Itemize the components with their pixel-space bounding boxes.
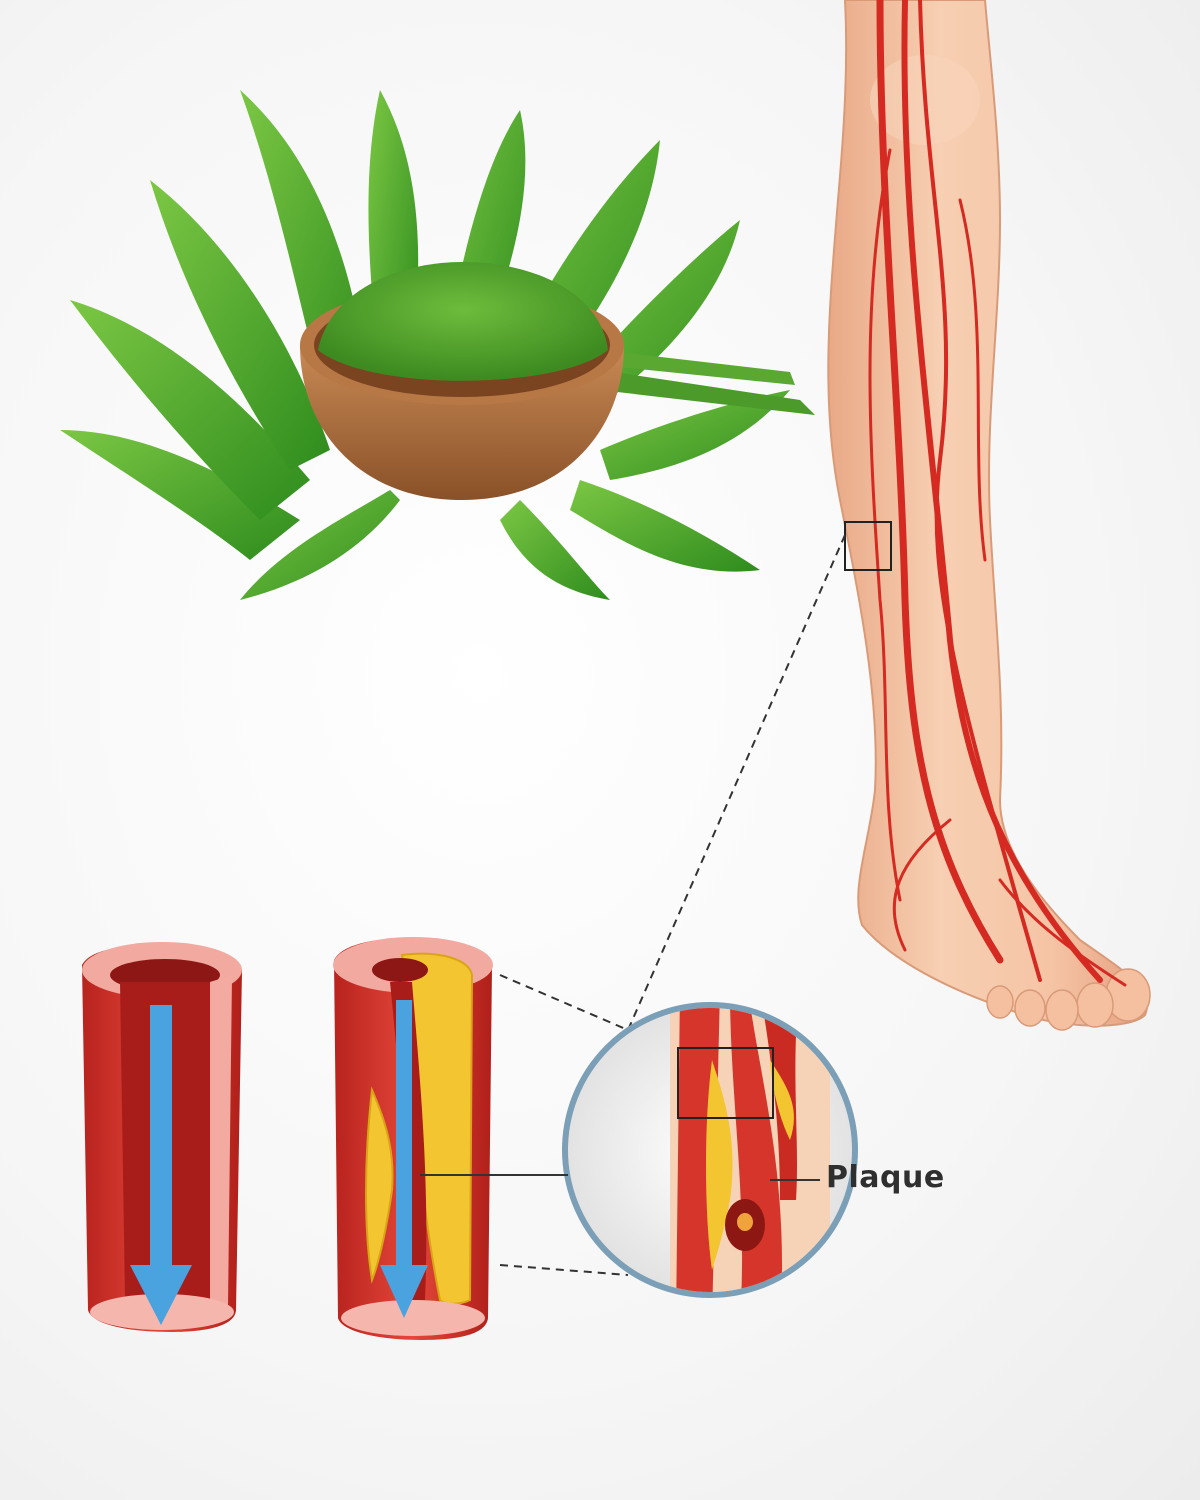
leaf-stem: [600, 370, 815, 415]
label-leaders: [420, 1174, 820, 1181]
plaque-deposit: [365, 1086, 394, 1284]
bowl-with-neem-powder: [300, 262, 624, 500]
neem-powder: [318, 262, 608, 381]
flow-arrow-icon: [130, 1005, 192, 1325]
flow-arrow-icon: [380, 1000, 428, 1318]
leaf: [150, 180, 330, 470]
leaf: [500, 500, 610, 600]
leaf: [60, 430, 300, 560]
plaque-artery: [333, 937, 493, 1340]
artery-lumen-top: [372, 958, 428, 982]
magnified-view: [562, 1002, 858, 1298]
leaf-stem: [600, 350, 795, 385]
healthy-artery: [82, 942, 242, 1332]
zoom-connectors: [499, 534, 846, 1276]
blood-clot-core: [737, 1213, 753, 1231]
leaf: [570, 480, 760, 572]
artery-inner-wall: [210, 975, 232, 1305]
magnified-plaque: [770, 1060, 794, 1140]
magnified-plaque: [705, 1060, 733, 1270]
plaque-label: Plaque: [826, 1160, 945, 1195]
leaf: [70, 300, 310, 520]
leaf: [600, 390, 790, 480]
leg: [827, 0, 1151, 1031]
leg-arteries: [868, 0, 1127, 987]
artery-bottom-opening: [341, 1300, 485, 1336]
toes: [986, 968, 1151, 1031]
zoom-box: [844, 521, 892, 571]
leg-outline: [827, 0, 1149, 1027]
leaf: [240, 490, 400, 600]
